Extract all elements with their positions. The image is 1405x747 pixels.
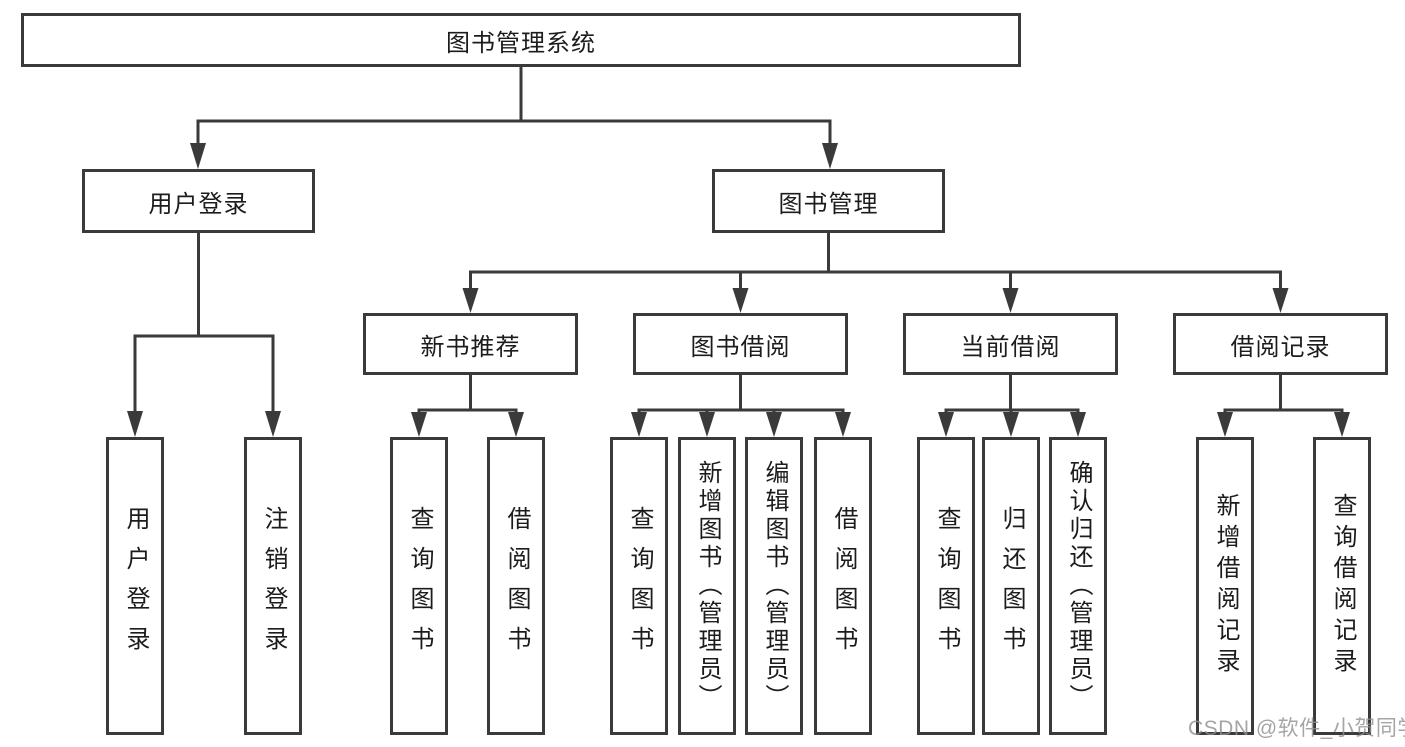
leaf-cb-confirm-return-admin: 确认归还（管理员）: [1049, 437, 1107, 735]
node-current-borrow: 当前借阅: [903, 313, 1118, 375]
node-new-book-rec-label: 新书推荐: [420, 333, 521, 361]
leaf-cb-return-books-label: 归还图书: [998, 506, 1025, 666]
leaf-bb-query-books-label: 查询图书: [626, 506, 653, 666]
leaf-rec-borrow-books: 借阅图书: [487, 437, 545, 735]
leaf-bb-add-books-admin: 新增图书（管理员）: [678, 437, 736, 735]
node-root: 图书管理系统: [21, 13, 1021, 67]
node-book-borrow-label: 图书借阅: [690, 333, 791, 361]
watermark: CSDN @软件_小贺同学: [1188, 717, 1405, 740]
node-user-login: 用户登录: [82, 169, 315, 233]
leaf-br-query-record-label: 查询借阅记录: [1329, 493, 1356, 679]
leaf-logout-label: 注销登录: [260, 506, 287, 666]
leaf-rec-borrow-books-label: 借阅图书: [503, 506, 530, 666]
node-borrow-record: 借阅记录: [1173, 313, 1388, 375]
node-new-book-rec: 新书推荐: [363, 313, 578, 375]
leaf-logout: 注销登录: [244, 437, 302, 735]
node-root-label: 图书管理系统: [446, 29, 596, 57]
node-book-mgmt: 图书管理: [712, 169, 945, 233]
node-user-login-label: 用户登录: [148, 190, 249, 218]
leaf-br-query-record: 查询借阅记录: [1313, 437, 1371, 735]
leaf-br-add-record-label: 新增借阅记录: [1212, 493, 1239, 679]
leaf-cb-confirm-return-admin-label: 确认归还（管理员）: [1065, 460, 1092, 712]
leaf-bb-add-books-admin-label: 新增图书（管理员）: [694, 460, 721, 712]
leaf-cb-query-books-label: 查询图书: [933, 506, 960, 666]
leaf-br-add-record: 新增借阅记录: [1196, 437, 1254, 735]
leaf-cb-query-books: 查询图书: [917, 437, 975, 735]
node-book-borrow: 图书借阅: [633, 313, 848, 375]
node-current-borrow-label: 当前借阅: [960, 333, 1061, 361]
leaf-user-login: 用户登录: [106, 437, 164, 735]
node-book-mgmt-label: 图书管理: [778, 190, 879, 218]
leaf-bb-borrow-books-label: 借阅图书: [830, 506, 857, 666]
leaf-bb-query-books: 查询图书: [610, 437, 668, 735]
leaf-bb-edit-books-admin-label: 编辑图书（管理员）: [761, 460, 788, 712]
leaf-bb-borrow-books: 借阅图书: [814, 437, 872, 735]
leaf-rec-query-books: 查询图书: [390, 437, 448, 735]
leaf-user-login-label: 用户登录: [122, 506, 149, 666]
leaf-rec-query-books-label: 查询图书: [406, 506, 433, 666]
node-borrow-record-label: 借阅记录: [1230, 333, 1331, 361]
leaf-cb-return-books: 归还图书: [982, 437, 1040, 735]
leaf-bb-edit-books-admin: 编辑图书（管理员）: [745, 437, 803, 735]
